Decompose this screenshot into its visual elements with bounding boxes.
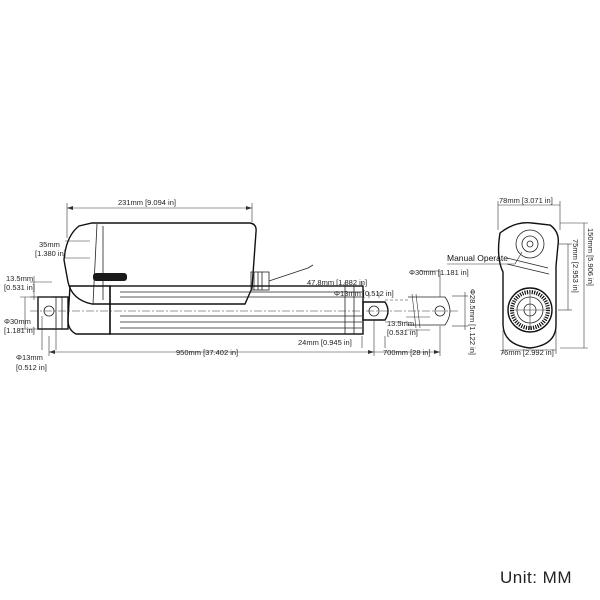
motor-offset-in-label: [1.380 in] [35,249,66,258]
motor-housing [63,222,257,305]
rear-pin-offset-in-label: [0.531 in] [4,283,35,292]
end-view: 78mm [3.071 in] Manual Operate 75mm [2.9… [447,196,595,357]
rod-offset-label: 24mm [0.945 in] [298,338,352,347]
manual-knob [93,273,127,281]
stroke-label: 700mm [28 in] [383,348,431,357]
motor-offset-label: 35mm [39,240,60,249]
bottom-width-label: 76mm [2.992 in] [500,348,554,357]
rod-end [362,301,389,321]
overall-length-label: 231mm [9.094 in] [118,198,176,207]
outer-tube [109,285,364,335]
gearbox [67,285,111,335]
end-view-outline [497,222,560,349]
side-view: 231mm [9.094 in] 35mm [1.380 in] 13.5mm … [4,198,477,372]
front-pin-offset-in-label: [0.531 in] [387,328,418,337]
rear-clevis [37,296,69,330]
center-height-label: 75mm [2.953 in] [571,239,580,293]
front-hole-dia-label: Φ13mm [0.512 in] [334,289,394,298]
rod-width-label: Φ28.5mm [1.122 in] [468,289,477,355]
gear-outer [507,287,553,333]
rear-pin-offset-label: 13.5mm [6,274,33,283]
rear-clevis-dia-in-label: [1.181 in] [4,326,35,335]
rear-clevis-dia-label: Φ30mm [4,317,31,326]
rear-hole-dia-in-label: [0.512 in] [16,363,47,372]
rear-hole-dia-label: Φ13mm [16,353,43,362]
manual-operate-label: Manual Operate [447,253,508,263]
unit-label: Unit: MM [500,568,572,587]
rod-end-dia-label: Φ30mm [1.181 in] [409,268,469,277]
tube-length-label: 47.8mm [1.882 in] [307,278,367,287]
front-pin-offset-label: 13.5mm [387,319,414,328]
total-height-label: 150mm [5.906 in] [586,228,595,286]
retracted-length-label: 950mm [37.402 in] [176,348,238,357]
top-width-label: 78mm [3.071 in] [499,196,553,205]
cable [268,267,309,282]
